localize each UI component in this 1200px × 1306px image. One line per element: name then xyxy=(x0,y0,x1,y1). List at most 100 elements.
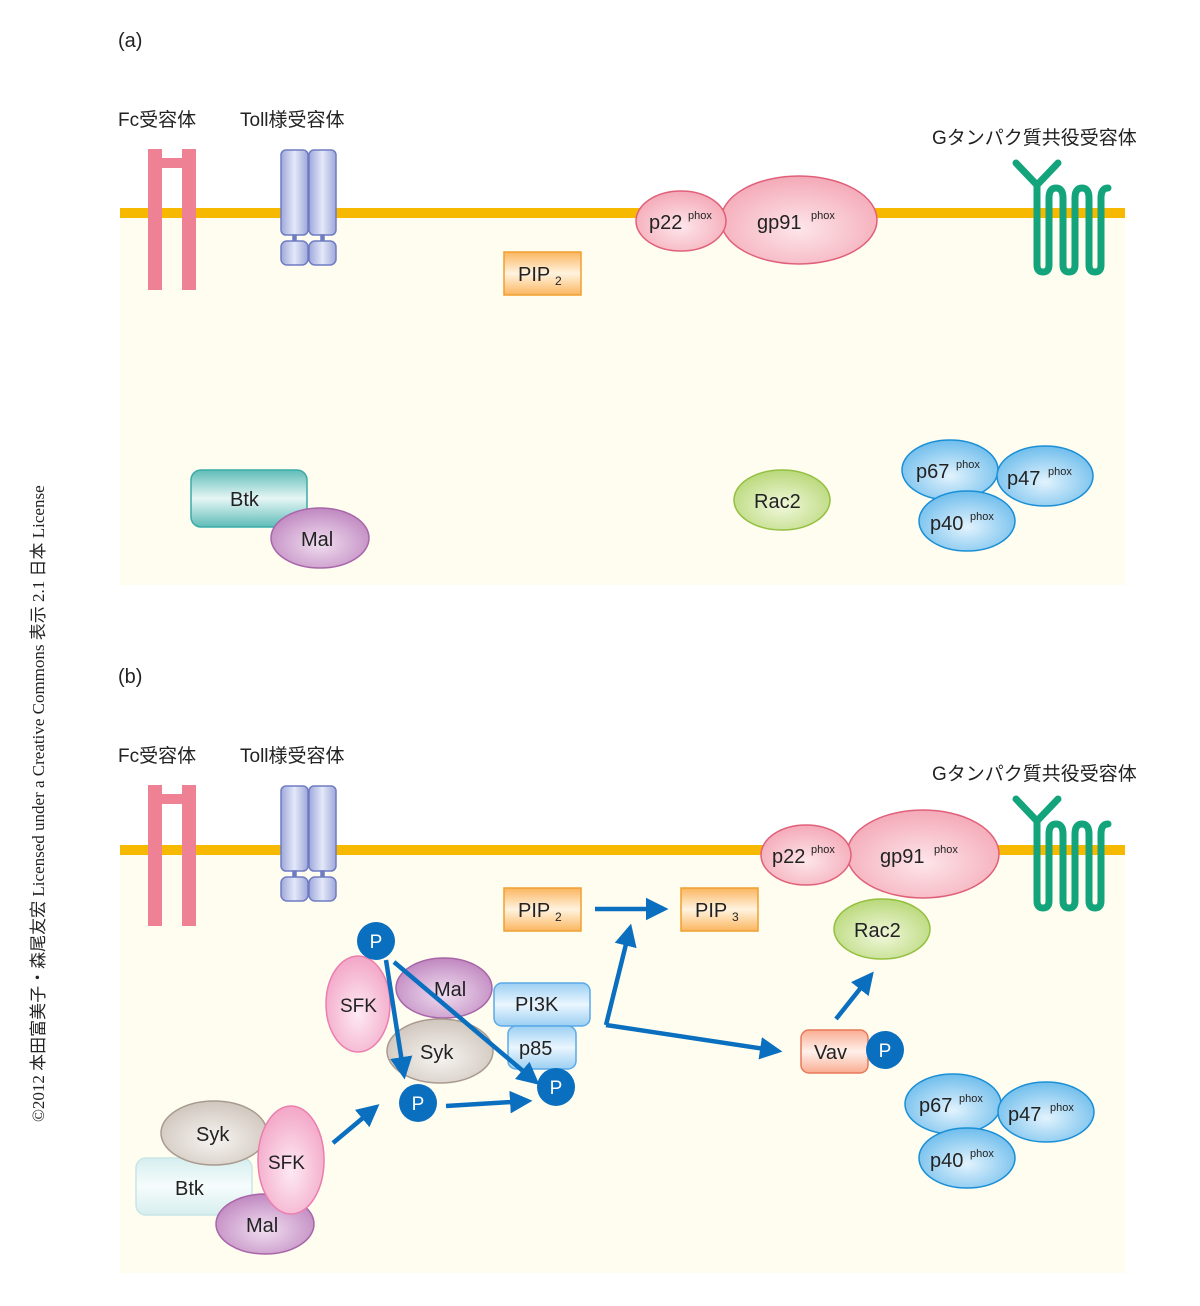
gpcr-label-a: Gタンパク質共役受容体 xyxy=(932,127,1137,149)
pip2-sub: 2 xyxy=(555,274,562,288)
p22phox-b: p22 phox xyxy=(760,824,852,886)
btk-lower: Btk xyxy=(135,1157,253,1216)
license-text: ©2012 本田富美子・森尾友宏 Licensed under a Creati… xyxy=(29,485,48,1122)
arrow-syk-p-to-p85-p xyxy=(445,1090,533,1114)
p47-label: p47 xyxy=(1008,1104,1041,1126)
pip3-b: PIP 3 xyxy=(680,887,759,932)
syk-label: Syk xyxy=(420,1042,454,1064)
p67-sup: phox xyxy=(959,1093,983,1105)
gp91-label: gp91 xyxy=(757,212,802,234)
mal-label: Mal xyxy=(246,1215,278,1237)
pip2-label: PIP xyxy=(518,900,550,922)
p47-label: p47 xyxy=(1007,468,1040,490)
mal-label: Mal xyxy=(434,979,466,1001)
p47-sup: phox xyxy=(1050,1102,1074,1114)
p85-label: p85 xyxy=(519,1038,552,1060)
gp91phox: gp91 phox xyxy=(720,175,878,265)
arrow-p-to-syk-p xyxy=(383,959,413,1080)
pip2-label: PIP xyxy=(518,264,550,286)
arrow-pi3k-to-pip3 xyxy=(603,923,637,1026)
p22-label: p22 xyxy=(649,212,682,234)
pip2-b: PIP 2 xyxy=(503,887,582,932)
rac2-b: Rac2 xyxy=(833,898,931,960)
btk-label: Btk xyxy=(230,489,260,511)
pi3k: PI3K xyxy=(493,982,591,1027)
arrow-pi3k-to-vav xyxy=(605,1022,783,1060)
gpcr-label-b: Gタンパク質共役受容体 xyxy=(932,763,1137,785)
p40-sup: phox xyxy=(970,511,994,523)
gp91-sup: phox xyxy=(934,844,958,856)
p67phox-a: p67 phox xyxy=(901,439,999,501)
mal-label: Mal xyxy=(301,529,333,551)
syk-upper: Syk xyxy=(386,1018,494,1084)
p67phox-b: p67 phox xyxy=(904,1073,1002,1135)
p47-sup: phox xyxy=(1048,466,1072,478)
cell-membrane-a xyxy=(120,208,1125,218)
phospho-label: P xyxy=(412,1094,425,1115)
arrow-sfk-to-p xyxy=(331,1104,380,1145)
panel-b-label: (b) xyxy=(118,666,142,688)
mal-a: Mal xyxy=(270,507,370,569)
mal-upper: Mal xyxy=(395,957,493,1019)
panel-a: (a) Fc受容体 Toll様受容体 Gタンパク質共役受容体 xyxy=(118,30,1137,585)
phospho-label: P xyxy=(879,1041,892,1062)
gp91phox-b: gp91 phox xyxy=(846,809,1000,899)
pip2-a: PIP 2 xyxy=(503,251,582,296)
panel-a-label: (a) xyxy=(118,30,142,52)
toll-receptor-label-b: Toll様受容体 xyxy=(240,745,345,767)
gpcr-icon xyxy=(1012,159,1112,276)
phospho-syk: P xyxy=(399,1084,437,1122)
p22-sup: phox xyxy=(811,844,835,856)
p22-sup: phox xyxy=(688,210,712,222)
btk-a: Btk xyxy=(190,469,308,528)
gp91-label: gp91 xyxy=(880,846,925,868)
p40phox-b: p40 phox xyxy=(918,1127,1016,1189)
signaling-arrows xyxy=(331,897,874,1145)
p22-label: p22 xyxy=(772,846,805,868)
rac2-a: Rac2 xyxy=(733,469,831,531)
phospho-label: P xyxy=(370,932,383,953)
sfk-label: SFK xyxy=(268,1153,305,1174)
p47phox-a: p47 phox xyxy=(996,445,1094,507)
btk-label: Btk xyxy=(175,1178,205,1200)
fc-receptor-icon xyxy=(148,785,196,926)
fc-receptor-icon xyxy=(148,149,196,290)
p40-label: p40 xyxy=(930,1150,963,1172)
sfk-lower: SFK xyxy=(257,1105,325,1215)
phospho-label: P xyxy=(550,1078,563,1099)
pi3k-label: PI3K xyxy=(515,994,559,1016)
p67-sup: phox xyxy=(956,459,980,471)
p67-label: p67 xyxy=(916,461,949,483)
vav: Vav xyxy=(800,1029,869,1074)
panel-b: (b) Fc受容体 Toll様受容体 Gタンパク質共役受容体 gp91 phox xyxy=(118,666,1137,1273)
toll-receptor-icon xyxy=(280,149,337,266)
syk-lower: Syk xyxy=(160,1100,268,1166)
pip3-sub: 3 xyxy=(732,910,739,924)
phospho-top: P xyxy=(357,922,395,960)
p40-label: p40 xyxy=(930,513,963,535)
arrow-vav-to-rac2 xyxy=(834,971,874,1021)
fc-receptor-label-b: Fc受容体 xyxy=(118,745,196,767)
fc-receptor-label-a: Fc受容体 xyxy=(118,109,196,131)
rac2-label: Rac2 xyxy=(854,920,901,942)
sfk-upper: SFK xyxy=(325,955,391,1053)
gpcr-icon xyxy=(1012,795,1112,912)
cell-membrane-b xyxy=(120,845,1125,855)
rac2-label: Rac2 xyxy=(754,491,801,513)
p40phox-a: p40 phox xyxy=(918,490,1016,552)
toll-receptor-label-a: Toll様受容体 xyxy=(240,109,345,131)
arrow-p-to-p85-p xyxy=(392,960,540,1085)
gp91-sup: phox xyxy=(811,210,835,222)
p67-label: p67 xyxy=(919,1095,952,1117)
phospho-p85: P xyxy=(537,1068,575,1106)
p85: p85 xyxy=(507,1025,577,1070)
p47phox-b: p47 phox xyxy=(997,1081,1095,1143)
toll-receptor-icon xyxy=(280,785,337,902)
syk-label: Syk xyxy=(196,1124,230,1146)
p40-sup: phox xyxy=(970,1148,994,1160)
sfk-label: SFK xyxy=(340,996,377,1017)
pip2-sub: 2 xyxy=(555,910,562,924)
phospho-vav: P xyxy=(866,1031,904,1069)
pip3-label: PIP xyxy=(695,900,727,922)
